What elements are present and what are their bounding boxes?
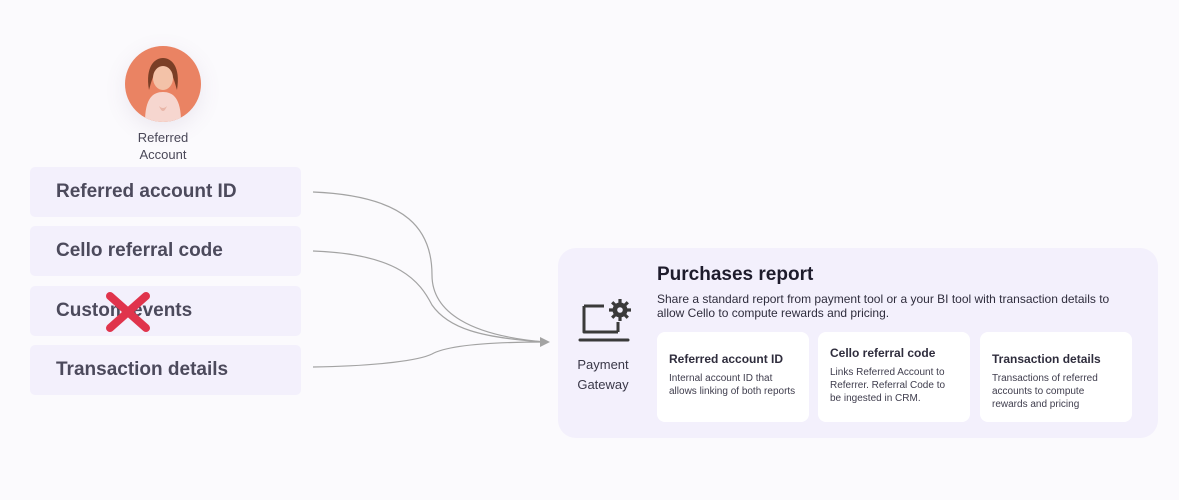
referred-account: Referred Account <box>115 40 211 163</box>
cross-icon <box>106 292 150 332</box>
field-referred-account-id: Referred account ID <box>30 167 301 217</box>
connector-referred-account-id <box>312 191 547 343</box>
card-title: Transaction details <box>992 352 1101 366</box>
field-label: Transaction details <box>56 359 229 380</box>
field-transaction-details: Transaction details <box>30 345 301 395</box>
laptop-gear-icon <box>578 299 631 342</box>
card-body: Internal account ID that allows linking … <box>669 373 796 397</box>
field-label: Cello referral code <box>56 240 223 261</box>
avatar-caption: Referred Account <box>137 130 189 162</box>
report-description: Share a standard report from payment too… <box>657 292 1110 320</box>
connector-cello-referral-code <box>312 250 547 343</box>
report-title: Purchases report <box>657 264 814 285</box>
avatar <box>125 46 201 122</box>
person-avatar-icon <box>145 58 181 122</box>
card-cello-referral-code: Cello referral code Links Referred Accou… <box>818 332 970 422</box>
arrowhead <box>540 337 550 347</box>
card-title: Referred account ID <box>669 352 784 366</box>
card-body: Transactions of referred accounts to com… <box>992 373 1098 410</box>
card-transaction-details: Transaction details Transactions of refe… <box>980 332 1132 422</box>
field-label: Referred account ID <box>56 181 237 202</box>
card-body: Links Referred Account to Referrer. Refe… <box>830 367 946 404</box>
connector-transaction-details <box>312 341 547 368</box>
card-referred-account-id: Referred account ID Internal account ID … <box>657 332 809 422</box>
card-title: Cello referral code <box>830 346 936 360</box>
field-cello-referral-code: Cello referral code <box>30 226 301 276</box>
gateway-label: Payment Gateway <box>577 357 629 392</box>
payment-gateway: Payment Gateway <box>568 296 638 395</box>
field-custom-events: Custom events <box>30 286 301 336</box>
